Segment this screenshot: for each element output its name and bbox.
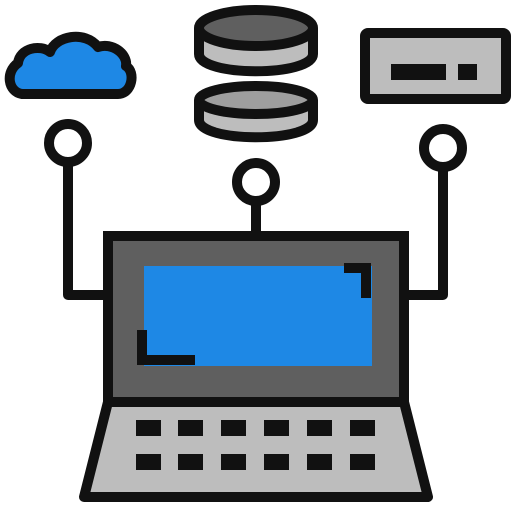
laptop-icon: [79, 231, 433, 502]
server-connector-line: [399, 157, 448, 300]
keyboard: [136, 420, 375, 470]
key: [178, 420, 203, 436]
key: [221, 420, 246, 436]
screen-corner-top-right: [344, 263, 371, 298]
database-node: [232, 158, 280, 206]
database-upper-top: [194, 5, 318, 51]
key: [264, 420, 289, 436]
key: [350, 454, 375, 470]
database-lower-top: [194, 81, 318, 119]
server-icon: [360, 28, 511, 104]
database-icon: [194, 5, 318, 143]
key: [307, 420, 332, 436]
laptop-screen: [144, 266, 372, 366]
key: [136, 420, 161, 436]
cloud-connector-line: [63, 155, 113, 300]
key: [136, 454, 161, 470]
cloud-icon: [4, 31, 137, 99]
server-slot: [391, 64, 446, 80]
server-led: [458, 64, 477, 80]
cloud-node: [44, 119, 92, 167]
laptop-base: [79, 397, 433, 502]
key: [221, 454, 246, 470]
key: [307, 454, 332, 470]
key: [178, 454, 203, 470]
key: [264, 454, 289, 470]
screen-corner-bottom-left: [137, 330, 195, 365]
connector-nodes: [44, 119, 467, 206]
key: [350, 420, 375, 436]
server-node: [419, 124, 467, 172]
